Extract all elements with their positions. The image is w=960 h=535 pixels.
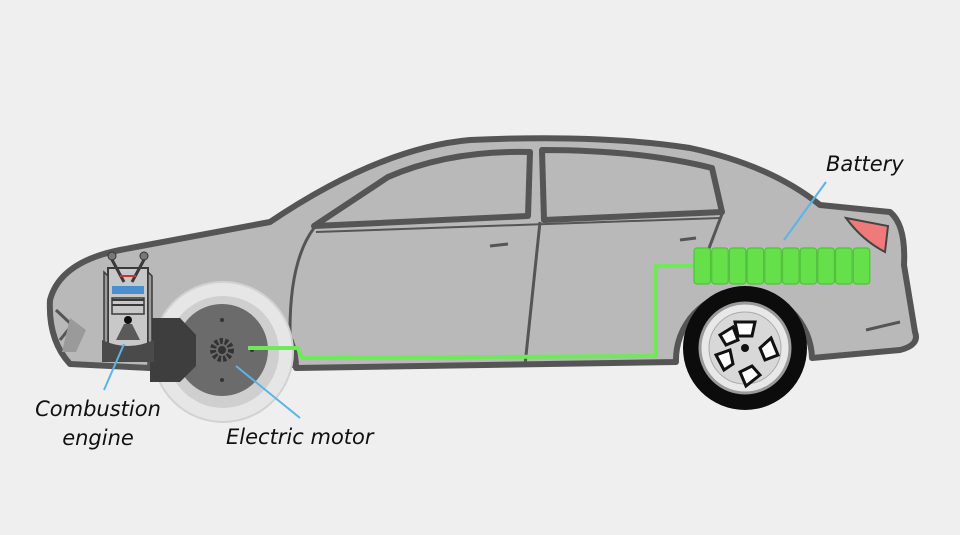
battery-cell xyxy=(728,247,747,285)
battery-label: Battery xyxy=(826,152,904,176)
power-wire xyxy=(248,264,694,360)
engine-to-motor-coupling xyxy=(150,318,196,382)
battery-cell xyxy=(781,247,800,285)
door-handle-rear xyxy=(679,236,697,242)
tail-light xyxy=(843,216,890,254)
electric-motor-label: Electric motor xyxy=(226,425,375,449)
battery-cell xyxy=(817,247,836,285)
belt-line xyxy=(315,217,721,233)
rear-wheel xyxy=(683,286,807,410)
front-window xyxy=(311,148,533,229)
combustion-engine-label-line2: engine xyxy=(62,426,134,450)
engine-pointer xyxy=(103,343,125,391)
battery-cell xyxy=(764,247,782,285)
battery-cell xyxy=(799,247,818,285)
battery-cell xyxy=(852,247,871,285)
battery-cell xyxy=(746,247,765,285)
battery-cell xyxy=(693,247,712,285)
combustion-engine-label-line1: Combustion xyxy=(35,397,161,421)
battery-cell xyxy=(711,247,729,285)
rear-bumper-line xyxy=(865,320,901,332)
battery-pointer xyxy=(783,181,827,241)
door-line-middle xyxy=(523,221,542,366)
door-handle-front xyxy=(489,242,509,248)
combustion-engine xyxy=(102,251,196,382)
battery-cell xyxy=(834,247,853,285)
rear-window xyxy=(539,147,725,223)
front-headlight-area xyxy=(62,318,86,352)
door-line-front xyxy=(288,227,316,369)
motor-pointer xyxy=(235,365,301,419)
battery-pack xyxy=(693,247,871,285)
